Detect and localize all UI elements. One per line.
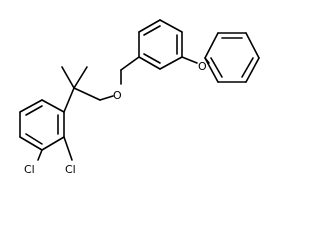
ether-oxygen-chain-label: O [113,89,122,102]
chemical-structure: O O Cl Cl [19,19,260,176]
quaternary-carbon-and-chain [61,56,210,113]
chlorine-lower-label: Cl [65,163,76,176]
ether-oxygen-aryl-label: O [198,60,207,73]
middle-benzene-ring [138,19,183,70]
chlorine-upper-label: Cl [24,163,35,176]
chlorine-bonds [37,136,73,161]
phenoxy-ring [204,32,260,83]
dichlorophenyl-ring [19,99,65,151]
